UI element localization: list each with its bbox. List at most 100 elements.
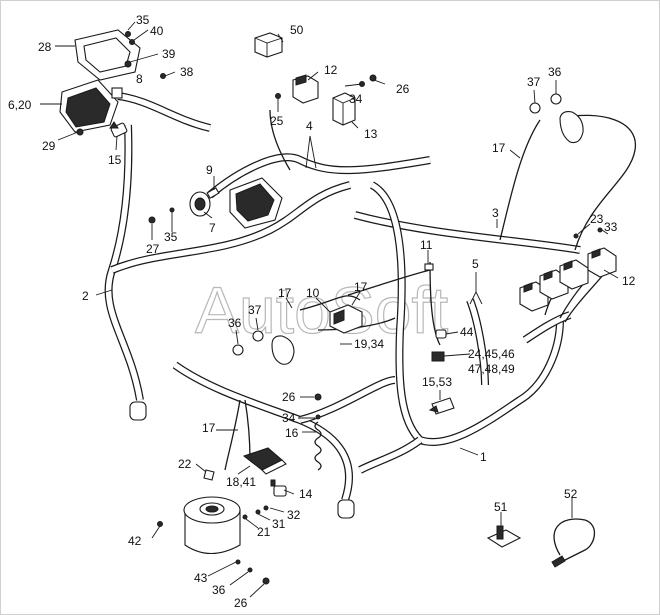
washer-35 [125,31,131,37]
callout-34a: 34 [349,92,363,106]
callout-17c: 17 [354,280,368,294]
block-50 [254,32,283,58]
socket-1553 [428,397,455,415]
screw-21 [242,514,248,520]
connector-15 [109,121,128,138]
relay-13 [332,92,356,126]
harness-end-1 [337,499,355,519]
cable-tie-52 [551,518,596,568]
callout-numbers: 35 40 28 39 8 38 50 6,20 29 15 12 34 26 … [8,13,636,610]
callout-4: 4 [306,119,313,133]
callout-32: 32 [287,508,301,522]
watermark: AutoSoft [195,273,448,347]
plug-17-top [559,111,584,144]
callout-16: 16 [285,426,299,440]
callout-11: 11 [420,238,433,252]
lamp-housing [74,29,141,81]
callout-33: 33 [604,220,618,234]
relay-top [292,74,319,104]
callout-9: 9 [206,163,213,177]
callout-51: 51 [494,500,508,514]
callout-17b: 17 [278,286,292,300]
callout-18-41: 18,41 [226,475,256,489]
callout-24-45-46: 24,45,46 [468,347,515,361]
callout-50: 50 [290,23,304,37]
horn [189,187,220,217]
grommet-37b [252,330,264,342]
callout-34b: 34 [282,411,296,425]
callout-31: 31 [272,517,286,531]
callout-1: 1 [480,450,487,464]
callout-36a: 36 [548,65,562,79]
callout-36b: 36 [228,316,242,330]
callout-26a: 26 [396,82,410,96]
washer-35b [169,207,175,213]
washer-34b [315,414,321,420]
callout-43: 43 [194,571,208,585]
fog-lamp [229,177,283,229]
callout-27: 27 [146,242,160,256]
headlamp [59,79,123,133]
callout-19-34: 19,34 [354,337,384,351]
harness-end-2 [129,401,147,421]
callout-47-48-49: 47,48,49 [468,362,515,376]
siren-43 [183,496,241,555]
callout-25: 25 [270,114,284,128]
screw-32 [263,505,269,511]
clip-51 [486,525,522,548]
callout-13: 13 [364,127,378,141]
screw-25 [275,93,281,99]
grommet-36 [550,93,562,105]
plug-17-mid [271,335,295,365]
callout-10: 10 [306,286,320,300]
washer-36c [247,567,253,573]
nut-27 [148,216,156,224]
callout-38: 38 [180,65,194,79]
callout-15-53: 15,53 [422,375,452,389]
flap-1841 [242,447,287,475]
callout-37b: 37 [248,303,262,317]
screw-33 [597,227,603,233]
callout-3: 3 [492,206,499,220]
callout-42: 42 [128,534,142,548]
grommet-36b [232,344,244,356]
switch-24 [431,351,445,362]
connector-11 [424,263,434,271]
callout-52: 52 [564,487,578,501]
spiral-cable [314,421,322,471]
washer-43 [235,559,241,565]
callout-35a: 35 [136,13,150,27]
harness-bundles [104,92,581,502]
leader-lines [40,21,619,598]
callout-28: 28 [38,40,52,54]
callout-22: 22 [178,457,192,471]
callout-17d: 17 [202,421,216,435]
grommet-37 [529,102,541,114]
callout-7: 7 [209,221,216,235]
callout-26c: 26 [234,596,248,610]
bracket-14 [270,479,287,497]
switch-44 [435,329,447,339]
callout-6-20: 6,20 [8,98,32,112]
screw-42 [157,521,163,527]
callout-44: 44 [460,325,474,339]
nut-38 [160,73,166,79]
nut-26b [314,393,322,401]
callout-2: 2 [82,289,89,303]
callout-37a: 37 [527,75,541,89]
callout-15: 15 [108,153,122,167]
callout-12a: 12 [324,63,338,77]
callout-12b: 12 [622,274,636,288]
callout-23: 23 [590,212,604,226]
thin-wires [224,109,636,471]
callout-40: 40 [150,24,164,38]
nut-26 [369,74,377,82]
callout-36c: 36 [212,583,226,597]
screw-39 [124,60,132,68]
screw-31 [255,509,261,515]
screw-23 [573,233,579,239]
callout-29: 29 [42,139,56,153]
callout-14: 14 [299,487,313,501]
nut-26c [262,577,270,585]
